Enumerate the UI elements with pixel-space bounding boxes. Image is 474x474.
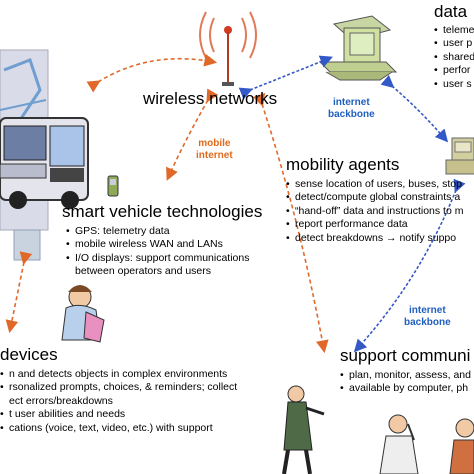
devices-section: devices n and detects objects in complex… bbox=[0, 345, 237, 435]
mobility-agents-title: mobility agents bbox=[286, 155, 400, 174]
list-item: available by computer, ph bbox=[340, 382, 471, 396]
computer-icon bbox=[318, 15, 398, 81]
list-item: I/O displays: support communications bbox=[66, 252, 262, 266]
data-title: data bbox=[434, 2, 468, 21]
antenna-icon bbox=[199, 11, 257, 86]
list-item: “hand-off” data and instructions to m bbox=[286, 205, 463, 219]
list-item: rsonalized prompts, choices, & reminders… bbox=[0, 381, 237, 395]
support-section: support communi plan, monitor, assess, a… bbox=[340, 346, 471, 396]
list-item: ect errors/breakdowns bbox=[9, 394, 113, 407]
support-list: plan, monitor, assess, and available by … bbox=[340, 369, 471, 396]
list-item: detect/compute global constraints a bbox=[286, 191, 463, 205]
support-title: support communi bbox=[340, 346, 471, 365]
list-item: t user abilities and needs bbox=[0, 408, 237, 422]
smart-vehicle-section: smart vehicle technologies GPS: telemetr… bbox=[62, 202, 262, 279]
list-item: cations (voice, text, video, etc.) with … bbox=[0, 422, 237, 436]
bus-icon bbox=[0, 49, 89, 261]
data-section: data teleme user p shared perfor user s bbox=[434, 2, 474, 91]
person-icon bbox=[449, 418, 474, 474]
list-item: perfor bbox=[434, 64, 474, 78]
list-item: detect breakdowns → notify suppo bbox=[286, 232, 463, 246]
list-item: mobile wireless WAN and LANs bbox=[66, 238, 262, 252]
mobility-agents-section: mobility agents sense location of users,… bbox=[286, 155, 463, 245]
person-icon bbox=[61, 285, 105, 343]
internet-backbone-label: internet backbone bbox=[328, 97, 375, 120]
mobile-links bbox=[5, 53, 329, 354]
person-icon bbox=[282, 385, 325, 474]
data-list: teleme user p shared perfor user s bbox=[434, 24, 474, 91]
list-item: sense location of users, buses, stop bbox=[286, 178, 463, 192]
list-item: user p bbox=[434, 37, 474, 51]
internet-backbone-label: internet backbone bbox=[404, 305, 451, 328]
list-item: shared bbox=[434, 51, 474, 65]
list-item: report performance data bbox=[286, 218, 463, 232]
phone-icon bbox=[107, 175, 119, 197]
person-icon bbox=[379, 414, 419, 474]
devices-title: devices bbox=[0, 345, 58, 364]
mobile-internet-label: mobile internet bbox=[196, 138, 233, 161]
server-icon bbox=[445, 137, 474, 175]
devices-list: n and detects objects in complex environ… bbox=[0, 368, 237, 435]
list-item: teleme bbox=[434, 24, 474, 38]
list-item: between operators and users bbox=[75, 265, 212, 278]
list-item: GPS: telemetry data bbox=[66, 225, 262, 239]
smart-vehicle-list: GPS: telemetry data mobile wireless WAN … bbox=[66, 225, 262, 279]
mobility-list: sense location of users, buses, stop det… bbox=[286, 178, 463, 245]
list-item: plan, monitor, assess, and bbox=[340, 369, 471, 383]
smart-vehicle-title: smart vehicle technologies bbox=[62, 202, 263, 221]
list-item: n and detects objects in complex environ… bbox=[0, 368, 237, 382]
wireless-networks-title: wireless networks bbox=[143, 89, 278, 108]
list-item: user s bbox=[434, 78, 474, 92]
